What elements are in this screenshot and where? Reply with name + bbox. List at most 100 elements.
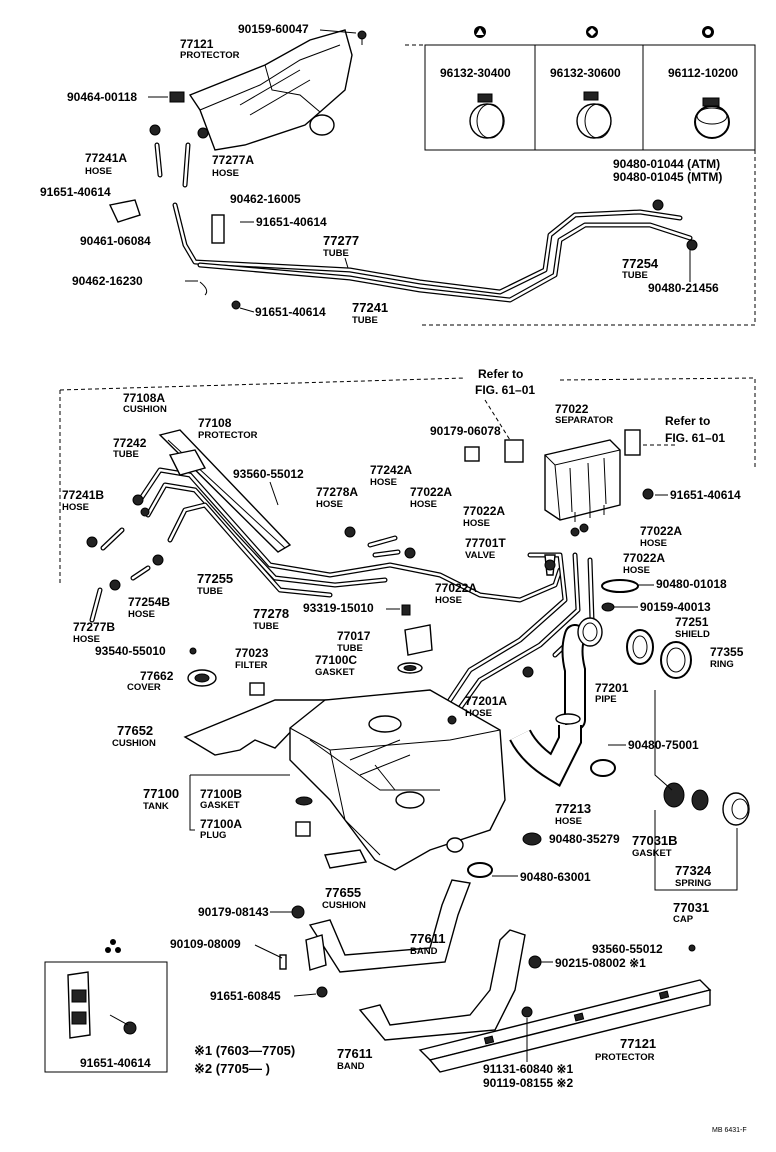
part-number: 77355 (710, 645, 744, 659)
part-number: 90215-08002 ※1 (555, 956, 646, 970)
cap-77031 (722, 792, 750, 826)
part-number: 77100B (200, 787, 242, 801)
part-name: TUBE (197, 586, 223, 597)
part-number: 90461-06084 (80, 234, 151, 248)
clamp-icon (197, 127, 209, 139)
cushion-77655 (324, 849, 368, 869)
part-number: 77255 (197, 571, 233, 586)
hose-clamp-icon (576, 91, 612, 139)
part-name: HOSE (316, 499, 343, 510)
part-name: BAND (337, 1061, 365, 1072)
middle-section-boundary (59, 377, 756, 585)
clamp-part-number: 96132-30400 (440, 66, 511, 80)
part-name: CUSHION (112, 738, 156, 749)
refer-leader (484, 399, 511, 441)
part-name: CUSHION (322, 900, 366, 911)
part-number: 90480-01018 (656, 577, 727, 591)
reference-note: Refer to (665, 414, 710, 428)
bolt-icon (357, 30, 367, 45)
part-name: TANK (143, 801, 169, 812)
part-number: 77201A (465, 694, 507, 708)
part-number: 77022A (435, 581, 477, 595)
part-name: CUSHION (123, 404, 167, 415)
part-number: 77213 (555, 801, 591, 816)
gasket-77031b (663, 782, 685, 808)
part-name: HOSE (73, 634, 100, 645)
part-name: HOSE (463, 518, 490, 529)
part-name: HOSE (62, 502, 89, 513)
shield-77251 (626, 629, 654, 665)
part-number: 90480-75001 (628, 738, 699, 752)
gasket-77100b (295, 796, 313, 806)
bolt-icon (642, 488, 654, 500)
nut-icon (528, 955, 542, 969)
clamp-part-number: 96132-30600 (550, 66, 621, 80)
separator-77022 (504, 429, 641, 522)
part-number: 77277B (73, 620, 115, 634)
part-number: 91651-40614 (80, 1056, 151, 1070)
part-number: 77022A (640, 524, 682, 538)
part-name: BAND (410, 946, 438, 957)
leader-line (654, 690, 673, 791)
part-number: 93319-15010 (303, 601, 374, 615)
part-number: 77277 (323, 233, 359, 248)
part-number: 90179-08143 (198, 905, 269, 919)
part-number: 90109-08009 (170, 937, 241, 951)
part-number: 77201 (595, 681, 629, 695)
spring-77324 (691, 789, 709, 811)
reference-note: Refer to (478, 367, 523, 381)
part-name: HOSE (640, 538, 667, 549)
protector-top-77121 (188, 29, 353, 151)
part-number: 77100A (200, 817, 242, 831)
check-valve-77701t (544, 554, 556, 576)
protector-bottom-77121 (418, 979, 712, 1073)
hose-77213 (509, 713, 582, 787)
part-number: 77278 (253, 606, 289, 621)
bolt-icon (279, 954, 287, 970)
clip-90480-35279 (522, 832, 542, 846)
part-number: 77652 (117, 723, 153, 738)
part-name: VALVE (465, 550, 495, 561)
part-number: 90480-01044 (ATM) (613, 157, 720, 171)
part-number: 77023 (235, 646, 269, 660)
part-name: TUBE (352, 315, 378, 326)
hose-77241b (100, 527, 125, 551)
part-name: FILTER (235, 660, 268, 671)
part-name: GASKET (200, 800, 240, 811)
part-name: TUBE (622, 270, 648, 281)
part-number: 90159-40013 (640, 600, 711, 614)
triangle-symbol-icon (474, 26, 486, 38)
part-number: 77031B (632, 833, 678, 848)
part-number: 77277A (212, 153, 254, 167)
part-number: 90119-08155 ※2 (483, 1076, 573, 1090)
part-name: HOSE (623, 565, 650, 576)
part-name: TUBE (323, 248, 349, 259)
clamp-90480-75001 (590, 759, 616, 777)
part-name: PLUG (200, 830, 226, 841)
filter-77023 (249, 682, 265, 696)
part-number: 77108 (198, 416, 232, 430)
clip-icon (169, 91, 185, 103)
pipe-77201 (561, 617, 603, 731)
nut-icon (316, 986, 328, 998)
part-number: 91651-40614 (40, 185, 111, 199)
leader-line (654, 810, 738, 891)
part-number: 77241B (62, 488, 104, 502)
part-number: 93560-55012 (592, 942, 663, 956)
part-name: TUBE (337, 643, 363, 654)
part-name: HOSE (410, 499, 437, 510)
hose-77241a (154, 142, 163, 178)
band-77611-front (308, 879, 471, 973)
bracket-icon (305, 934, 327, 971)
hose-77242a (367, 535, 398, 548)
part-number: 90462-16005 (230, 192, 301, 206)
tube-77017 (397, 624, 433, 674)
diamond-symbol-icon (586, 26, 598, 38)
part-number: 91651-60845 (210, 989, 281, 1003)
clamp-90480-01018 (601, 579, 639, 593)
part-name: HOSE (465, 708, 492, 719)
clamp-icon (149, 124, 161, 136)
part-number: 77242A (370, 463, 412, 477)
